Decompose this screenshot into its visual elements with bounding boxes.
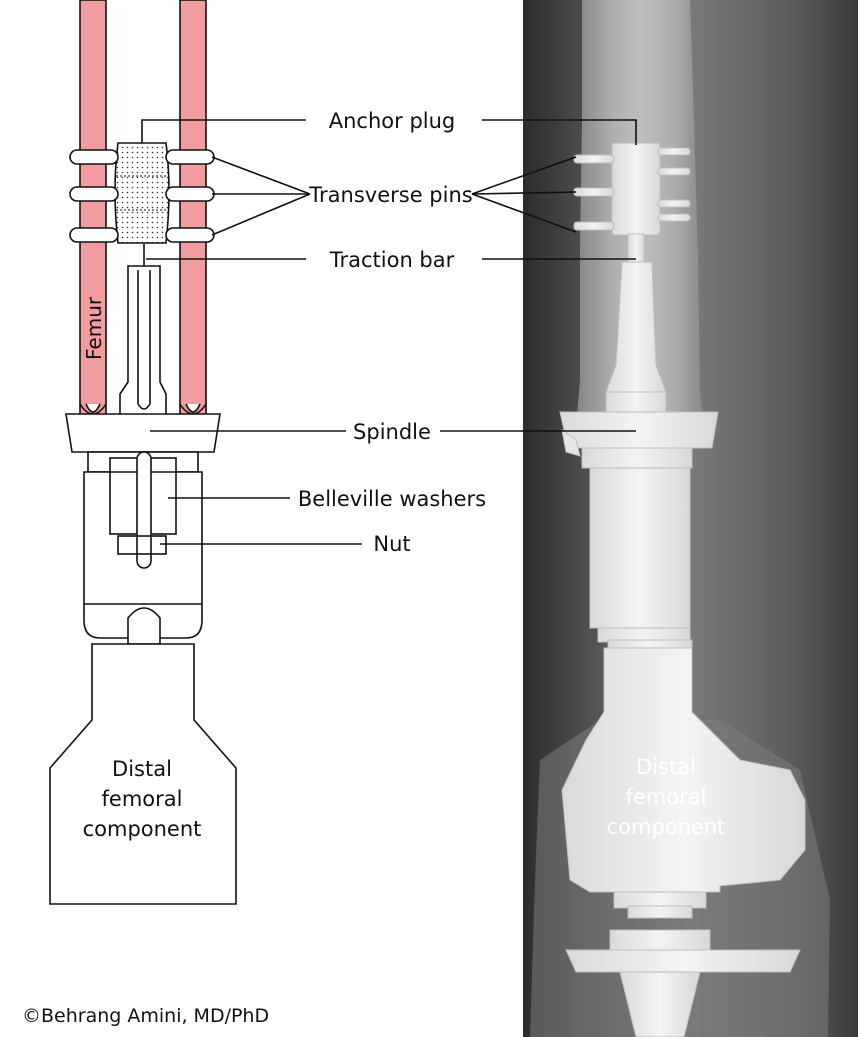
distal-label-line3: component bbox=[83, 817, 202, 841]
xray-panel: Distal femoral component bbox=[440, 0, 858, 1037]
distal-label-line2: femoral bbox=[102, 787, 183, 811]
xray-leader-pin-3 bbox=[471, 193, 577, 233]
xray-leaders bbox=[440, 119, 637, 432]
femur-cortex-right bbox=[179, 0, 207, 419]
distal-label-line1: Distal bbox=[112, 757, 172, 781]
xray-leader-anchor-plug bbox=[482, 119, 637, 145]
nut bbox=[117, 535, 167, 555]
xray-distal-line3: component bbox=[607, 815, 726, 839]
xray-leader-pin-1 bbox=[471, 156, 577, 195]
xray-leader-pin-2 bbox=[471, 191, 577, 195]
label-transverse-pins: Transverse pins bbox=[308, 183, 472, 207]
label-anchor-plug: Anchor plug bbox=[329, 109, 456, 133]
label-belleville-washers: Belleville washers bbox=[298, 487, 486, 511]
coupling-neck bbox=[127, 607, 161, 645]
femur-label: Femur bbox=[82, 296, 106, 360]
distal-femoral-component bbox=[49, 643, 237, 905]
label-spindle: Spindle bbox=[353, 420, 431, 444]
femur-cortex-left bbox=[79, 0, 107, 419]
leader-anchor-plug bbox=[141, 119, 306, 143]
schematic-leaders bbox=[141, 119, 362, 545]
credit-text: ©Behrang Amini, MD/PhD bbox=[22, 1005, 269, 1027]
xray-distal-line2: femoral bbox=[626, 785, 707, 809]
anchor-plug bbox=[114, 142, 170, 244]
schematic: Femur bbox=[22, 0, 486, 1027]
traction-bar bbox=[119, 265, 167, 419]
leader-pin-3 bbox=[211, 193, 311, 236]
label-nut: Nut bbox=[373, 532, 410, 556]
spindle-notch-right bbox=[185, 403, 201, 413]
xray-distal-line1: Distal bbox=[636, 755, 696, 779]
spindle-notch-left bbox=[85, 403, 101, 413]
label-traction-bar: Traction bar bbox=[329, 248, 455, 272]
spindle bbox=[65, 413, 221, 453]
traction-bar-tip bbox=[137, 403, 151, 410]
xray-implant bbox=[559, 142, 806, 1037]
leader-pin-1 bbox=[211, 156, 311, 195]
